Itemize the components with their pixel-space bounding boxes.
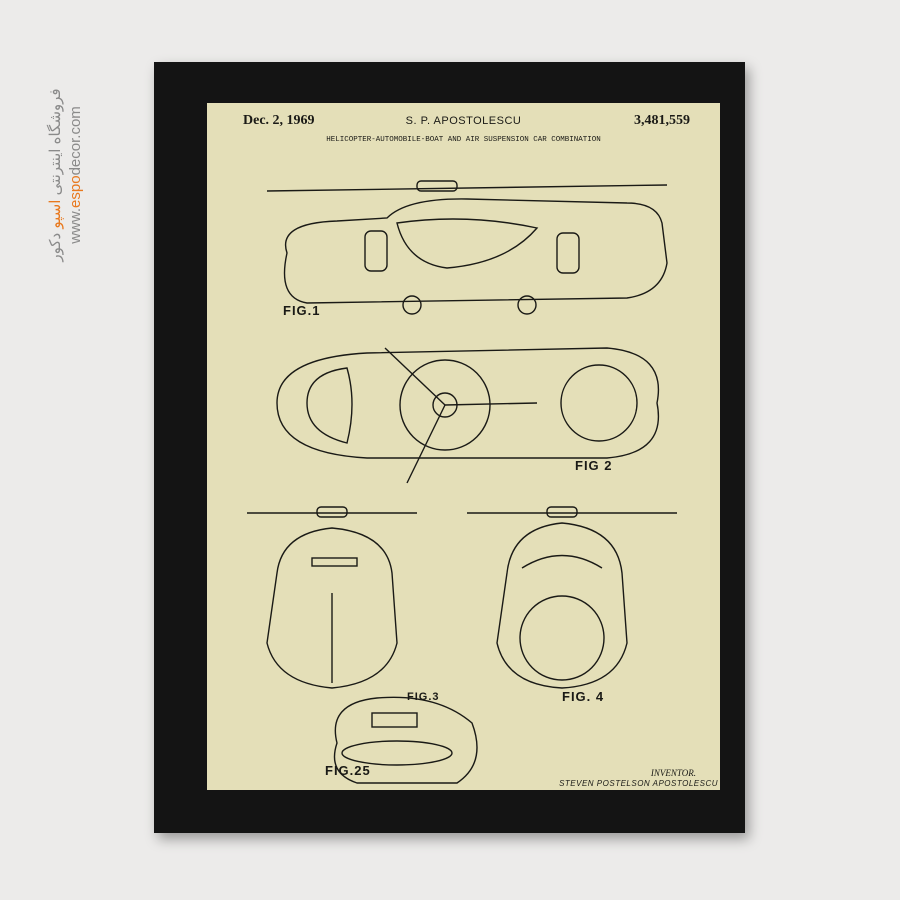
patent-number: 3,481,559	[634, 113, 690, 128]
patent-print: Dec. 2, 1969 S. P. APOSTOLESCU 3,481,559…	[207, 103, 720, 790]
picture-frame: Dec. 2, 1969 S. P. APOSTOLESCU 3,481,559…	[154, 62, 745, 833]
fig25-label: FIG.25	[325, 763, 371, 778]
fig1-drawing	[266, 180, 668, 315]
fig1-label: FIG.1	[283, 303, 321, 318]
patent-date: Dec. 2, 1969	[243, 113, 315, 128]
fig4-drawing	[467, 506, 677, 689]
patent-inventor-short: S. P. APOSTOLESCU	[405, 115, 522, 127]
store-name: فروشگاه اینترنتی اسپو دکور	[47, 88, 64, 262]
inventor-name: STEVEN POSTELSON APOSTOLESCU	[559, 779, 718, 788]
store-watermark: فروشگاه اینترنتی اسپو دکور www.espodecor…	[36, 70, 96, 280]
fig2-label: FIG 2	[575, 458, 613, 473]
fig4-label: FIG. 4	[562, 689, 605, 704]
fig25-drawing	[333, 696, 478, 784]
patent-header: Dec. 2, 1969 S. P. APOSTOLESCU 3,481,559	[207, 113, 720, 133]
fig2-drawing	[276, 347, 659, 484]
store-url: www.espodecor.com	[67, 106, 84, 244]
fig3-drawing	[247, 506, 417, 689]
inventor-label: INVENTOR.	[650, 768, 696, 778]
fig3-label: FIG.3	[407, 691, 440, 703]
patent-drawings	[247, 180, 677, 784]
patent-title: HELICOPTER-AUTOMOBILE-BOAT AND AIR SUSPE…	[326, 136, 601, 144]
